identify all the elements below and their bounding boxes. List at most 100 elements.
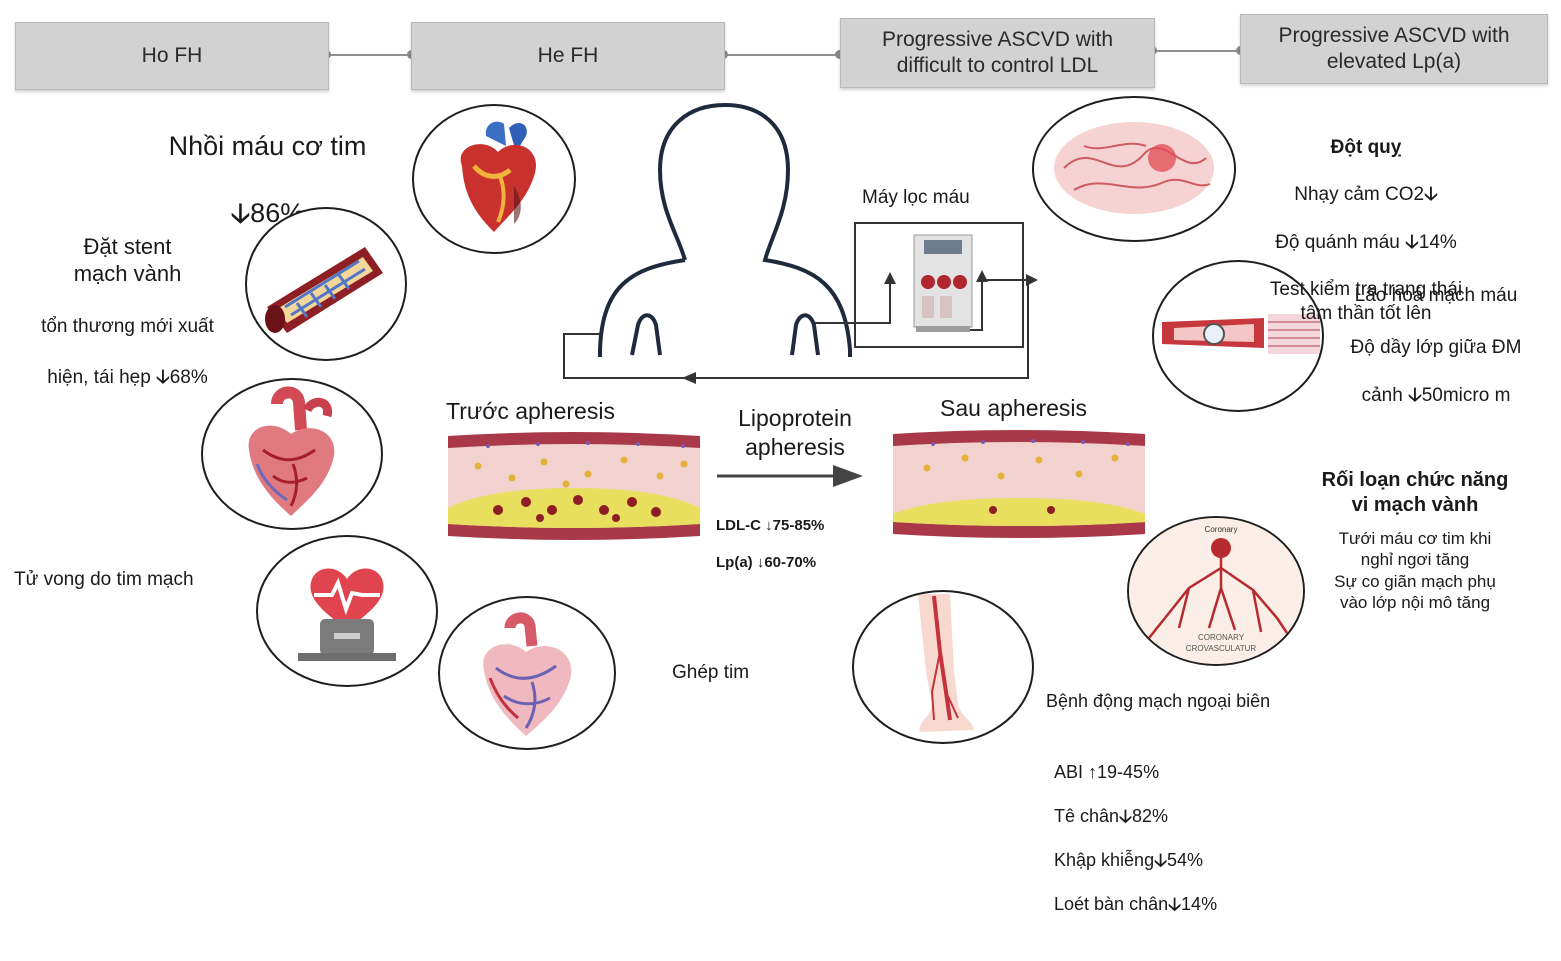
aging-title: Lão hoá mạch máu: [1354, 284, 1518, 306]
pad-item-ulcer: Loét bàn chân🡣14%: [1054, 894, 1336, 916]
lipoprotein-apheresis-label: Lipoprotein apheresis: [738, 405, 852, 460]
aging-line2: cảnh 🡣50micro m: [1318, 384, 1554, 408]
microvasculature-image-label-1: CORONARY: [1198, 633, 1245, 642]
pad-block: Bệnh động mạch ngoại biên ABI ↑19-45% Tê…: [1046, 667, 1336, 961]
arrow-down-icon: 🡣: [230, 198, 251, 229]
stent-title: Đặt stent mạch vành: [73, 233, 182, 287]
pad-item-claudication: Khập khiễng🡣54%: [1054, 850, 1336, 872]
ulcer-value: 14%: [1181, 894, 1218, 915]
leg-artery-icon: [918, 594, 974, 732]
arrow-down-icon: 🡣: [1119, 806, 1132, 827]
aging-line1: Độ dầy lớp giữa ĐM: [1350, 337, 1522, 359]
arrow-down-icon: 🡣: [1405, 231, 1419, 253]
imt-value: 50micro m: [1421, 384, 1511, 406]
vessel-before-image: [448, 432, 700, 540]
stage-ho-fh: Ho FH: [15, 22, 329, 90]
artery-wall-icon: [1162, 314, 1320, 354]
arrow-up-icon: ↑: [1088, 762, 1098, 783]
heart-icon: [460, 121, 536, 232]
pad-item-abi: ABI ↑19-45%: [1054, 762, 1336, 784]
arrow-right-icon: [717, 465, 863, 487]
heart-vessels-icon: [248, 386, 335, 516]
vessel-aging-image: [1152, 260, 1324, 412]
filter-label: Máy lọc máu: [862, 187, 970, 208]
stent-value: 68%: [169, 367, 208, 389]
brain-icon: [1054, 122, 1214, 214]
stroke-title: Đột quỵ: [1330, 136, 1402, 158]
apheresis-circuit: [563, 102, 1038, 384]
blood-filter-machine-icon: [913, 234, 973, 332]
tombstone-heart-icon: [298, 568, 396, 661]
arrow-down-icon: 🡣: [1154, 850, 1168, 871]
carotid-label: cảnh: [1361, 384, 1403, 406]
arrow-down-icon: ↓: [756, 554, 765, 572]
arrow-down-icon: 🡣: [1168, 894, 1182, 915]
after-apheresis-label: Sau apheresis: [940, 395, 1088, 421]
leg-artery-image: [852, 590, 1034, 744]
mi-title: Nhồi máu cơ tim: [168, 130, 367, 161]
ulcer-label: Loét bàn chân: [1054, 894, 1169, 915]
numbness-label: Tê chân: [1054, 806, 1120, 827]
viscosity-value: 14%: [1418, 231, 1457, 253]
microvascular-title: Rối loạn chức năng vi mạch vành: [1321, 469, 1509, 516]
cv-death-label: Tử vong do tim mạch: [14, 569, 194, 590]
arrow-down-icon: ↓: [765, 516, 773, 534]
ldl-label: LDL-C: [716, 516, 761, 534]
reduction-stats: LDL-C ↓75-85% Lp(a) ↓60-70%: [716, 498, 896, 592]
stroke-line1: Nhạy cảm CO2🡣: [1226, 183, 1506, 207]
stent-block: Đặt stent mạch vành tổn thương mới xuất …: [10, 205, 245, 418]
transplant-heart-icon: [483, 612, 572, 736]
cardiac-death-image: [256, 535, 438, 687]
stage-connector: [327, 54, 413, 56]
coronary-microvasculature-image: Coronary CORONARY CROVASCULATUR: [1127, 516, 1305, 666]
coronary-image-label: Coronary: [1205, 525, 1238, 534]
blood-return-line: [690, 279, 1029, 379]
claudication-value: 54%: [1167, 850, 1204, 871]
viscosity-label: Độ quánh máu: [1275, 231, 1400, 253]
stroke-line3: Test kiểm tra trạng thái tâm thần tốt lê…: [1269, 279, 1463, 324]
ldl-value: 75-85%: [772, 516, 825, 534]
claudication-label: Khập khiễng: [1054, 850, 1155, 871]
microvasculature-image-label-2: CROVASCULATUR: [1186, 644, 1257, 653]
stent-line2: hiện, tái hẹp 🡣68%: [10, 366, 245, 390]
patient-silhouette-icon: [598, 102, 852, 357]
ldl-row: LDL-C ↓75-85%: [716, 517, 896, 536]
heart-transplant-image: [438, 596, 616, 750]
stent-artery-image: [245, 207, 407, 361]
abi-value: 19-45%: [1097, 762, 1160, 783]
stage-ascvd-lpa: Progressive ASCVD with elevated Lp(a): [1240, 14, 1548, 84]
stent-line1: tổn thương mới xuất: [41, 316, 214, 337]
stent-icon: [265, 247, 383, 333]
lpa-value: 60-70%: [764, 554, 817, 572]
vessel-after-image: [893, 430, 1145, 538]
stroke-line2: Độ quánh máu 🡣14%: [1226, 231, 1506, 255]
stage-he-fh: He FH: [411, 22, 725, 90]
pad-item-numbness: Tê chân🡣82%: [1054, 806, 1336, 828]
microvasculature-icon: Coronary CORONARY CROVASCULATUR: [1129, 518, 1303, 664]
stage-ascvd-ldl: Progressive ASCVD with difficult to cont…: [840, 18, 1155, 88]
heart-anatomy-image: [412, 104, 576, 254]
co2-label: Nhạy cảm CO2: [1294, 184, 1425, 206]
stroke-block: Đột quỵ Nhạy cảm CO2🡣 Độ quánh máu 🡣14% …: [1226, 112, 1506, 350]
heart-failure-image: [201, 378, 383, 530]
numbness-value: 82%: [1131, 806, 1169, 827]
stage-connector: [1153, 50, 1241, 52]
before-apheresis-label: Trước apheresis: [446, 398, 615, 424]
pad-title: Bệnh động mạch ngoại biên: [1046, 690, 1271, 711]
lpa-row: Lp(a) ↓60-70%: [716, 554, 896, 573]
arrow-down-icon: 🡣: [156, 367, 170, 389]
aging-block: Lão hoá mạch máu Độ dầy lớp giữa ĐM cảnh…: [1318, 260, 1554, 431]
arrow-down-icon: 🡣: [1424, 184, 1438, 206]
filter-machine-frame: [854, 222, 1024, 348]
blood-out-line: [815, 282, 891, 324]
lpa-label: Lp(a): [716, 554, 753, 572]
stage-connector: [723, 54, 841, 56]
abi-label: ABI: [1054, 762, 1084, 783]
microvascular-body: Tưới máu cơ tim khi nghỉ ngơi tăng Sự co…: [1334, 529, 1496, 612]
pad-list: ABI ↑19-45% Tê chân🡣82% Khập khiễng🡣54% …: [1046, 741, 1336, 939]
heart-transplant-label: Ghép tim: [672, 662, 750, 683]
brain-image: [1032, 96, 1236, 242]
connector-dot: [835, 50, 844, 59]
stent-line2-prefix: hiện, tái hẹp: [47, 367, 151, 389]
arrow-down-icon: 🡣: [1408, 384, 1422, 406]
